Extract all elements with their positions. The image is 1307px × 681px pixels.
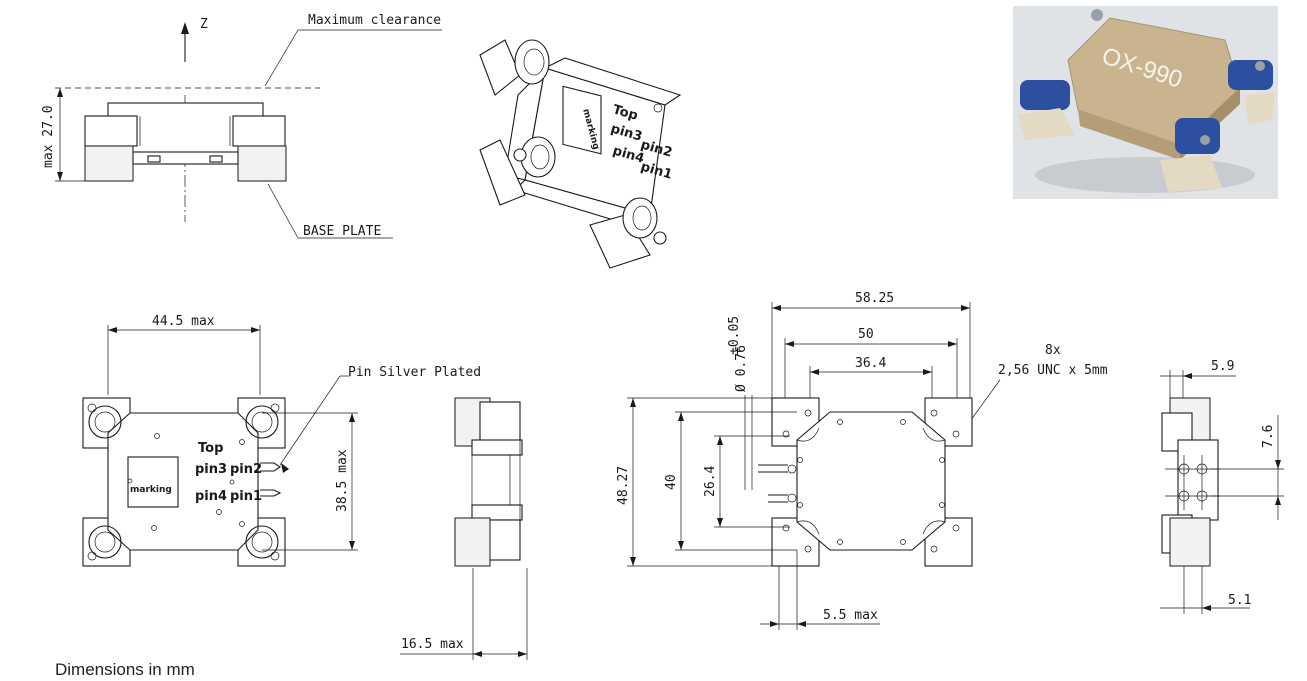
dimensions-note: Dimensions in mm (55, 660, 195, 679)
base-plate-label: BASE PLATE (303, 224, 381, 239)
pin2-stub (260, 462, 281, 472)
top-pin4-label: pin4 (195, 489, 227, 504)
right-view: 5.9 7.6 5.1 (1160, 359, 1284, 614)
dim-48: 48.27 (616, 466, 631, 505)
top-pin1-label: pin1 (230, 489, 262, 504)
bottom-view: 58.25 50 36.4 Ø 0.76 ±0.05 8x 2,56 UNC x… (616, 291, 1108, 630)
top-top-label: Top (198, 441, 223, 456)
top-marking: marking (130, 485, 172, 495)
thread-count: 8x (1045, 343, 1061, 358)
top-view: 44.5 max marking Top pin3 pin2 pin4 pin1 (82, 314, 481, 567)
pin-tol-dim: ±0.05 (727, 316, 742, 355)
pin-silver-note: Pin Silver Plated (348, 365, 481, 380)
dim-59: 5.9 (1211, 359, 1234, 374)
height-dim-label: max 27.0 (41, 105, 56, 168)
clearance-label: Maximum clearance (308, 13, 441, 28)
dim-26: 26.4 (703, 466, 718, 497)
z-axis-label: Z (200, 17, 208, 32)
top-height-dim: 38.5 max (335, 449, 350, 512)
isometric-view: marking Top pin3 pin2 pin4 pin1 (479, 39, 682, 269)
side-view: Z Maximum clearance max 27.0 BASE PLATE (41, 13, 442, 239)
dim-58: 58.25 (855, 291, 894, 306)
z-axis-arrow-icon (181, 22, 189, 34)
end-depth-dim: 16.5 max (401, 637, 464, 652)
dim-40: 40 (664, 474, 679, 490)
end-view: 16.5 max (400, 397, 528, 660)
dim-36: 36.4 (855, 356, 886, 371)
top-pin3-label: pin3 (195, 462, 227, 477)
dim-51: 5.1 (1228, 593, 1251, 608)
top-width-dim: 44.5 max (152, 314, 215, 329)
dim-50: 50 (858, 327, 874, 342)
product-photo: OX-990 (1013, 6, 1278, 199)
dim-76: 7.6 (1261, 425, 1276, 448)
iso-top-label: Top (611, 102, 640, 123)
pin-dia-dim: Ø 0.76 (734, 345, 749, 392)
dim-55: 5.5 max (823, 608, 878, 623)
thread-spec: 2,56 UNC x 5mm (998, 363, 1108, 378)
pin1-stub (260, 489, 282, 497)
top-pin2-label: pin2 (230, 462, 262, 477)
